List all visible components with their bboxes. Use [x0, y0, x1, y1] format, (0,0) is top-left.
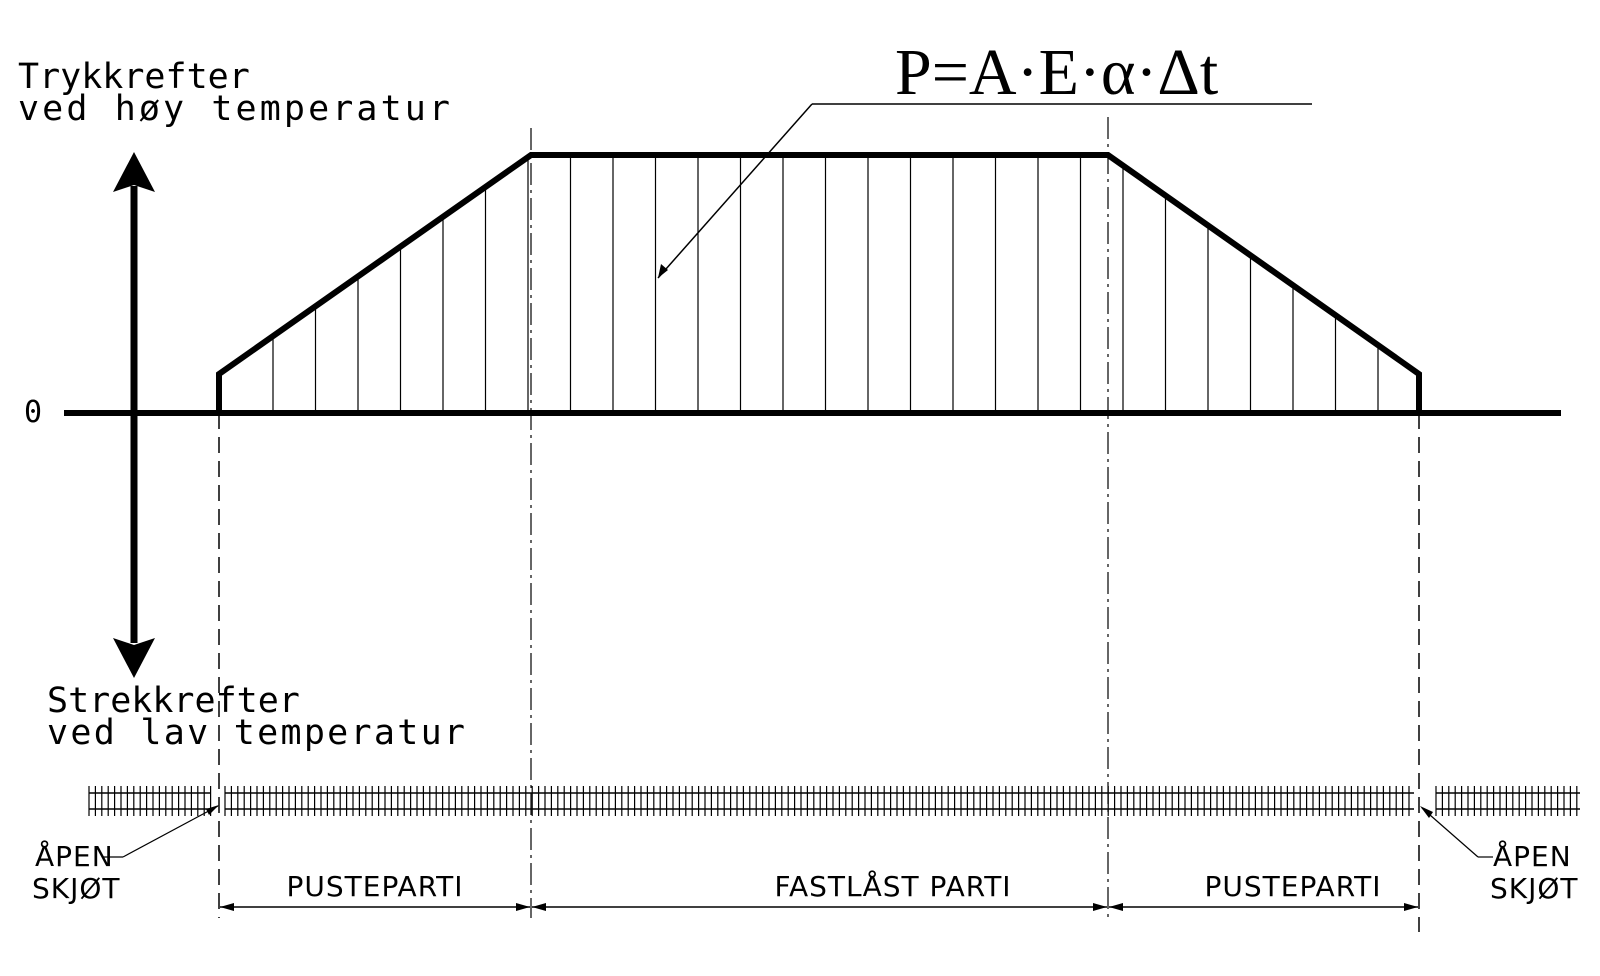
zero-label: 0 [24, 395, 42, 430]
formula-label: P=A·E·α·Δt [895, 36, 1218, 109]
track-segment-main [224, 786, 1414, 816]
track-segment-left [88, 786, 212, 816]
tension-label-line1: Strekkrefter [47, 681, 300, 721]
track [88, 786, 1580, 816]
section-label-left: PUSTEPARTI [287, 870, 464, 903]
section-label-right: PUSTEPARTI [1205, 870, 1382, 903]
track-segment-right [1435, 786, 1580, 816]
compression-label-line1: Trykkrefter [18, 57, 250, 97]
joint-right-label-line1: ÅPEN [1493, 839, 1572, 873]
arrow-up-icon [113, 152, 155, 192]
arrow-down-icon [113, 638, 155, 678]
formula-leader [657, 103, 813, 279]
joint-left-leader-diag [122, 805, 219, 858]
joint-right-arrow [1420, 806, 1433, 818]
joint-right-label-line2: SKJØT [1490, 872, 1579, 905]
joint-left-arrow [206, 805, 219, 815]
section-label-middle: FASTLÅST PARTI [774, 869, 1011, 903]
joint-left-label-line1: ÅPEN [35, 839, 114, 873]
force-outline [216, 152, 1422, 413]
joint-right-leader-diag [1421, 807, 1479, 858]
formula-leader-arrow [658, 264, 668, 278]
joint-left-label-line2: SKJØT [32, 872, 121, 905]
force-hatching [272, 155, 1379, 413]
